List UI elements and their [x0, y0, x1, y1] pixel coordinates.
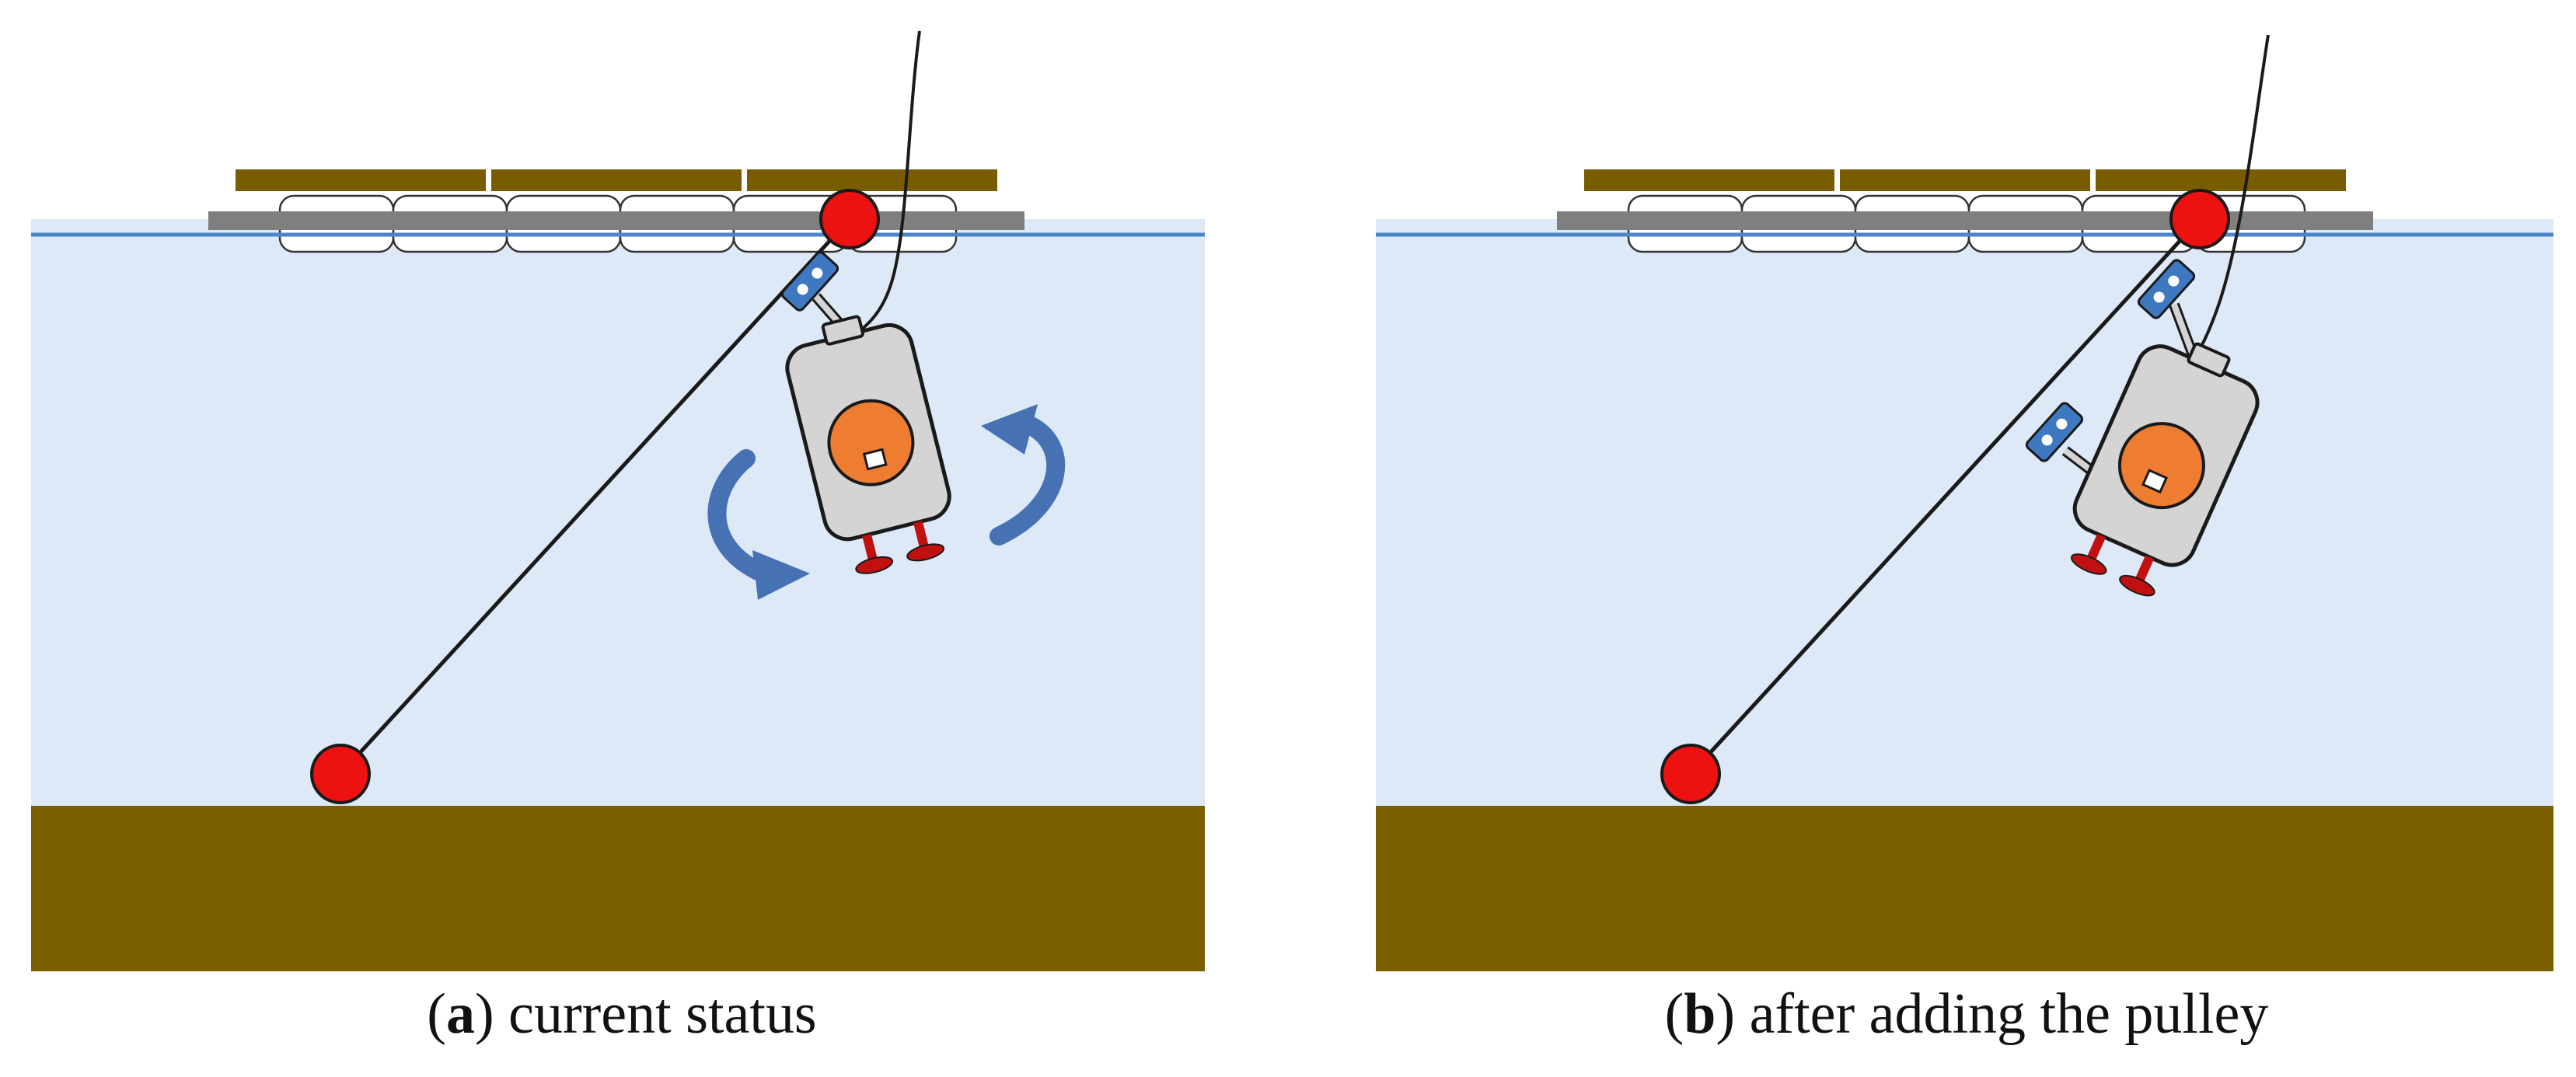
surface-anchor-buoy	[819, 189, 880, 249]
bottom-anchor-buoy	[1660, 744, 1721, 804]
rope-clamp-icon	[780, 251, 839, 312]
mooring-rope	[339, 218, 851, 776]
panel-a-caption: (a) current status	[427, 982, 817, 1046]
mooring-rope	[1689, 218, 2201, 776]
robot-foot	[906, 521, 945, 562]
robot-foot	[2071, 534, 2107, 575]
tether-cable	[852, 30, 921, 337]
robot-foot	[2119, 555, 2155, 597]
deck-plank	[1840, 169, 2090, 191]
deck-plank	[2096, 169, 2346, 191]
water-body	[31, 219, 1205, 806]
deck-plank	[491, 169, 742, 191]
panel-a-caption-text: current status	[508, 982, 817, 1046]
panel-b-scene	[1376, 34, 2553, 971]
panel-a-scene	[31, 30, 1205, 971]
floating-platform	[1557, 169, 2373, 253]
tether-cable	[2194, 34, 2270, 357]
seabed	[1376, 806, 2553, 971]
seabed	[31, 806, 1205, 971]
underwater-robot-icon	[785, 315, 951, 574]
panel-b-label: b	[1684, 982, 1716, 1046]
robot-camera	[827, 399, 915, 486]
rope-clamp-icon	[2137, 259, 2196, 319]
deck-plank	[236, 169, 486, 191]
pontoon-rail	[208, 211, 1024, 230]
floating-platform	[208, 169, 1024, 253]
robot-camera	[2117, 422, 2205, 510]
deck-plank	[747, 169, 997, 191]
surface-anchor-buoy	[2169, 189, 2230, 249]
curved-arrow-icon	[981, 404, 1066, 545]
bottom-anchor-buoy	[310, 744, 371, 804]
panel-a-label: a	[445, 982, 475, 1046]
clamp-linkage	[2169, 302, 2200, 361]
panel-b-caption-text: after adding the pulley	[1749, 982, 2269, 1046]
pontoon-rail	[1557, 211, 2373, 230]
water-body	[1376, 219, 2553, 806]
curved-arrow-icon	[707, 449, 810, 600]
robot-foot	[855, 534, 894, 574]
pulley-icon	[2025, 402, 2084, 462]
underwater-robot-icon	[2071, 342, 2260, 597]
panel-b-caption: (b) after adding the pulley	[1664, 982, 2269, 1046]
deck-plank	[1584, 169, 1834, 191]
